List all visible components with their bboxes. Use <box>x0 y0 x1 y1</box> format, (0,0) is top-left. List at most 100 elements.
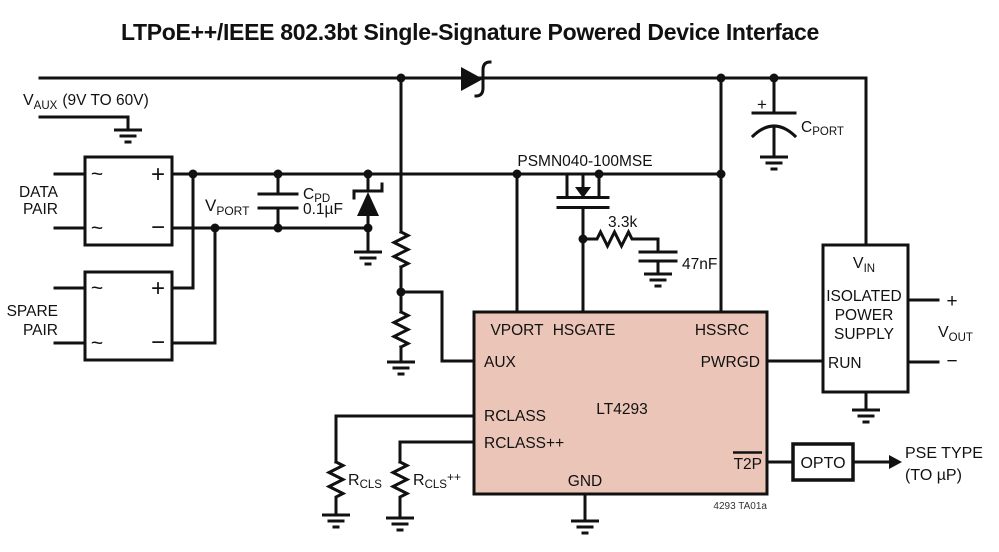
data-bridge-ac2-symbol: ~ <box>91 217 103 240</box>
data-bridge-ac1-symbol: ~ <box>91 163 103 186</box>
zener-anode <box>357 192 379 216</box>
class-resistors <box>325 459 411 520</box>
rcls-pp-label: RCLS++ <box>413 470 461 491</box>
pse-dest-label: (TO µP) <box>905 467 962 484</box>
ic-pin-hsgate: HSGATE <box>553 322 616 339</box>
ic-part-label: LT4293 <box>596 401 647 418</box>
spare-pair-label-2: PAIR <box>23 322 58 339</box>
spare-pair-label-1: SPARE <box>7 303 58 320</box>
ground-symbol-divider <box>387 360 415 376</box>
cpd-label: CPD <box>303 186 330 205</box>
lt4293-ic-box <box>472 310 769 496</box>
iso-name-3: SUPPLY <box>834 326 894 343</box>
junction-dot <box>188 169 198 179</box>
ground-symbol-ic-gnd <box>571 519 599 535</box>
rcls-pp-resistor <box>389 459 411 520</box>
iso-out-plus-symbol: + <box>946 291 957 312</box>
ic-pin-rclass: RCLASS <box>484 408 546 425</box>
ic-pin-vport: VPORT <box>490 322 544 339</box>
vaux-return-wire <box>38 115 130 132</box>
aux-divider <box>390 76 412 364</box>
tvs-zener-diode <box>352 172 384 254</box>
vport-label: VPORT <box>205 196 250 218</box>
mosfet-body-diode <box>575 187 591 198</box>
ic-pin-pwrgd: PWRGD <box>701 354 760 371</box>
page-title: LTPoE++/IEEE 802.3bt Single-Signature Po… <box>121 19 819 45</box>
junction-dot <box>716 169 726 179</box>
isolated-power-supply-box <box>821 243 910 394</box>
data-bridge-plus-symbol: + <box>151 161 165 188</box>
iso-run-label: RUN <box>828 355 862 372</box>
rcls-resistor <box>325 459 347 517</box>
spare-bridge-minus-symbol: − <box>151 329 165 356</box>
rclass-wire <box>334 414 476 464</box>
ground-symbol-gate-cap <box>644 272 672 288</box>
cport-plus-symbol: + <box>757 95 767 114</box>
spare-bridge-ac1-symbol: ~ <box>91 277 103 300</box>
hotswap-mosfet <box>556 172 610 314</box>
junction-dot <box>210 223 220 233</box>
junction-dot <box>363 223 373 233</box>
gate-capacitor-label: 47nF <box>682 256 717 273</box>
vaux-label: VAUX(9V TO 60V) <box>23 92 149 112</box>
data-bridge-box <box>83 155 174 247</box>
ic-pin-hssrc: HSSRC <box>695 322 749 339</box>
pse-type-arrow <box>851 455 902 469</box>
wires <box>38 76 940 523</box>
ground-symbol-rcls-pp <box>386 516 414 532</box>
ground-symbol-cport <box>760 155 788 171</box>
data-pair-label-1: DATA <box>19 184 59 201</box>
figure-note: 4293 TA01a <box>713 501 767 512</box>
spare-bridge-plus-symbol: + <box>151 275 165 302</box>
ic-pin-t2p: T2P <box>734 456 762 473</box>
iso-vin-label: VIN <box>853 255 875 275</box>
pse-type-label: PSE TYPE <box>905 445 983 462</box>
spare-bridge-box <box>83 270 174 362</box>
data-bridge-minus-symbol: − <box>151 214 165 241</box>
junction-dot <box>512 169 522 179</box>
junction-dots <box>188 73 779 297</box>
mosfet-label: PSMN040-100MSE <box>517 153 652 170</box>
ground-symbol-zener <box>354 250 382 266</box>
pse-arrowhead-icon <box>889 455 902 469</box>
gate-rc-network <box>581 228 678 276</box>
cport-capacitor <box>750 76 798 159</box>
cpd-value-label: 0.1µF <box>303 201 343 218</box>
cport-label: CPORT <box>801 119 844 138</box>
ic-pin-gnd: GND <box>568 473 602 490</box>
cpd-capacitor <box>257 172 299 230</box>
junction-dot <box>396 287 406 297</box>
ground-symbol-rcls <box>322 513 350 529</box>
rclass-pp-wire <box>398 440 476 464</box>
junction-dot <box>594 169 604 179</box>
vout-label: VOUT <box>938 324 973 344</box>
junction-dot <box>769 73 779 83</box>
data-pair-label-2: PAIR <box>23 201 58 218</box>
schottky-diode-cathode <box>474 60 492 98</box>
spare-minus-link-wire <box>170 226 217 345</box>
junction-dot <box>396 73 406 83</box>
iso-name-1: ISOLATED <box>826 288 902 305</box>
junction-dot <box>578 234 588 244</box>
ground-symbol-iso <box>852 408 880 424</box>
opto-label: OPTO <box>800 455 845 472</box>
top-rail-wire <box>38 76 868 247</box>
iso-name-2: POWER <box>835 307 894 324</box>
gate-resistor <box>581 228 660 250</box>
ground-symbols <box>114 128 880 535</box>
schottky-diode <box>461 60 492 98</box>
iso-out-minus-symbol: − <box>946 351 957 372</box>
junction-dot <box>273 223 283 233</box>
ic-pin-aux: AUX <box>484 354 517 371</box>
junction-dot <box>273 169 283 179</box>
divider-resistor-top <box>390 229 412 270</box>
ground-symbol-vaux <box>114 128 142 144</box>
junction-dot <box>363 169 373 179</box>
aux-tap-wire <box>399 290 476 363</box>
rcls-label: RCLS <box>348 472 382 491</box>
gate-resistor-label: 3.3k <box>608 214 638 231</box>
spare-bridge-ac2-symbol: ~ <box>91 332 103 355</box>
zener-cathode-bar <box>352 182 384 200</box>
